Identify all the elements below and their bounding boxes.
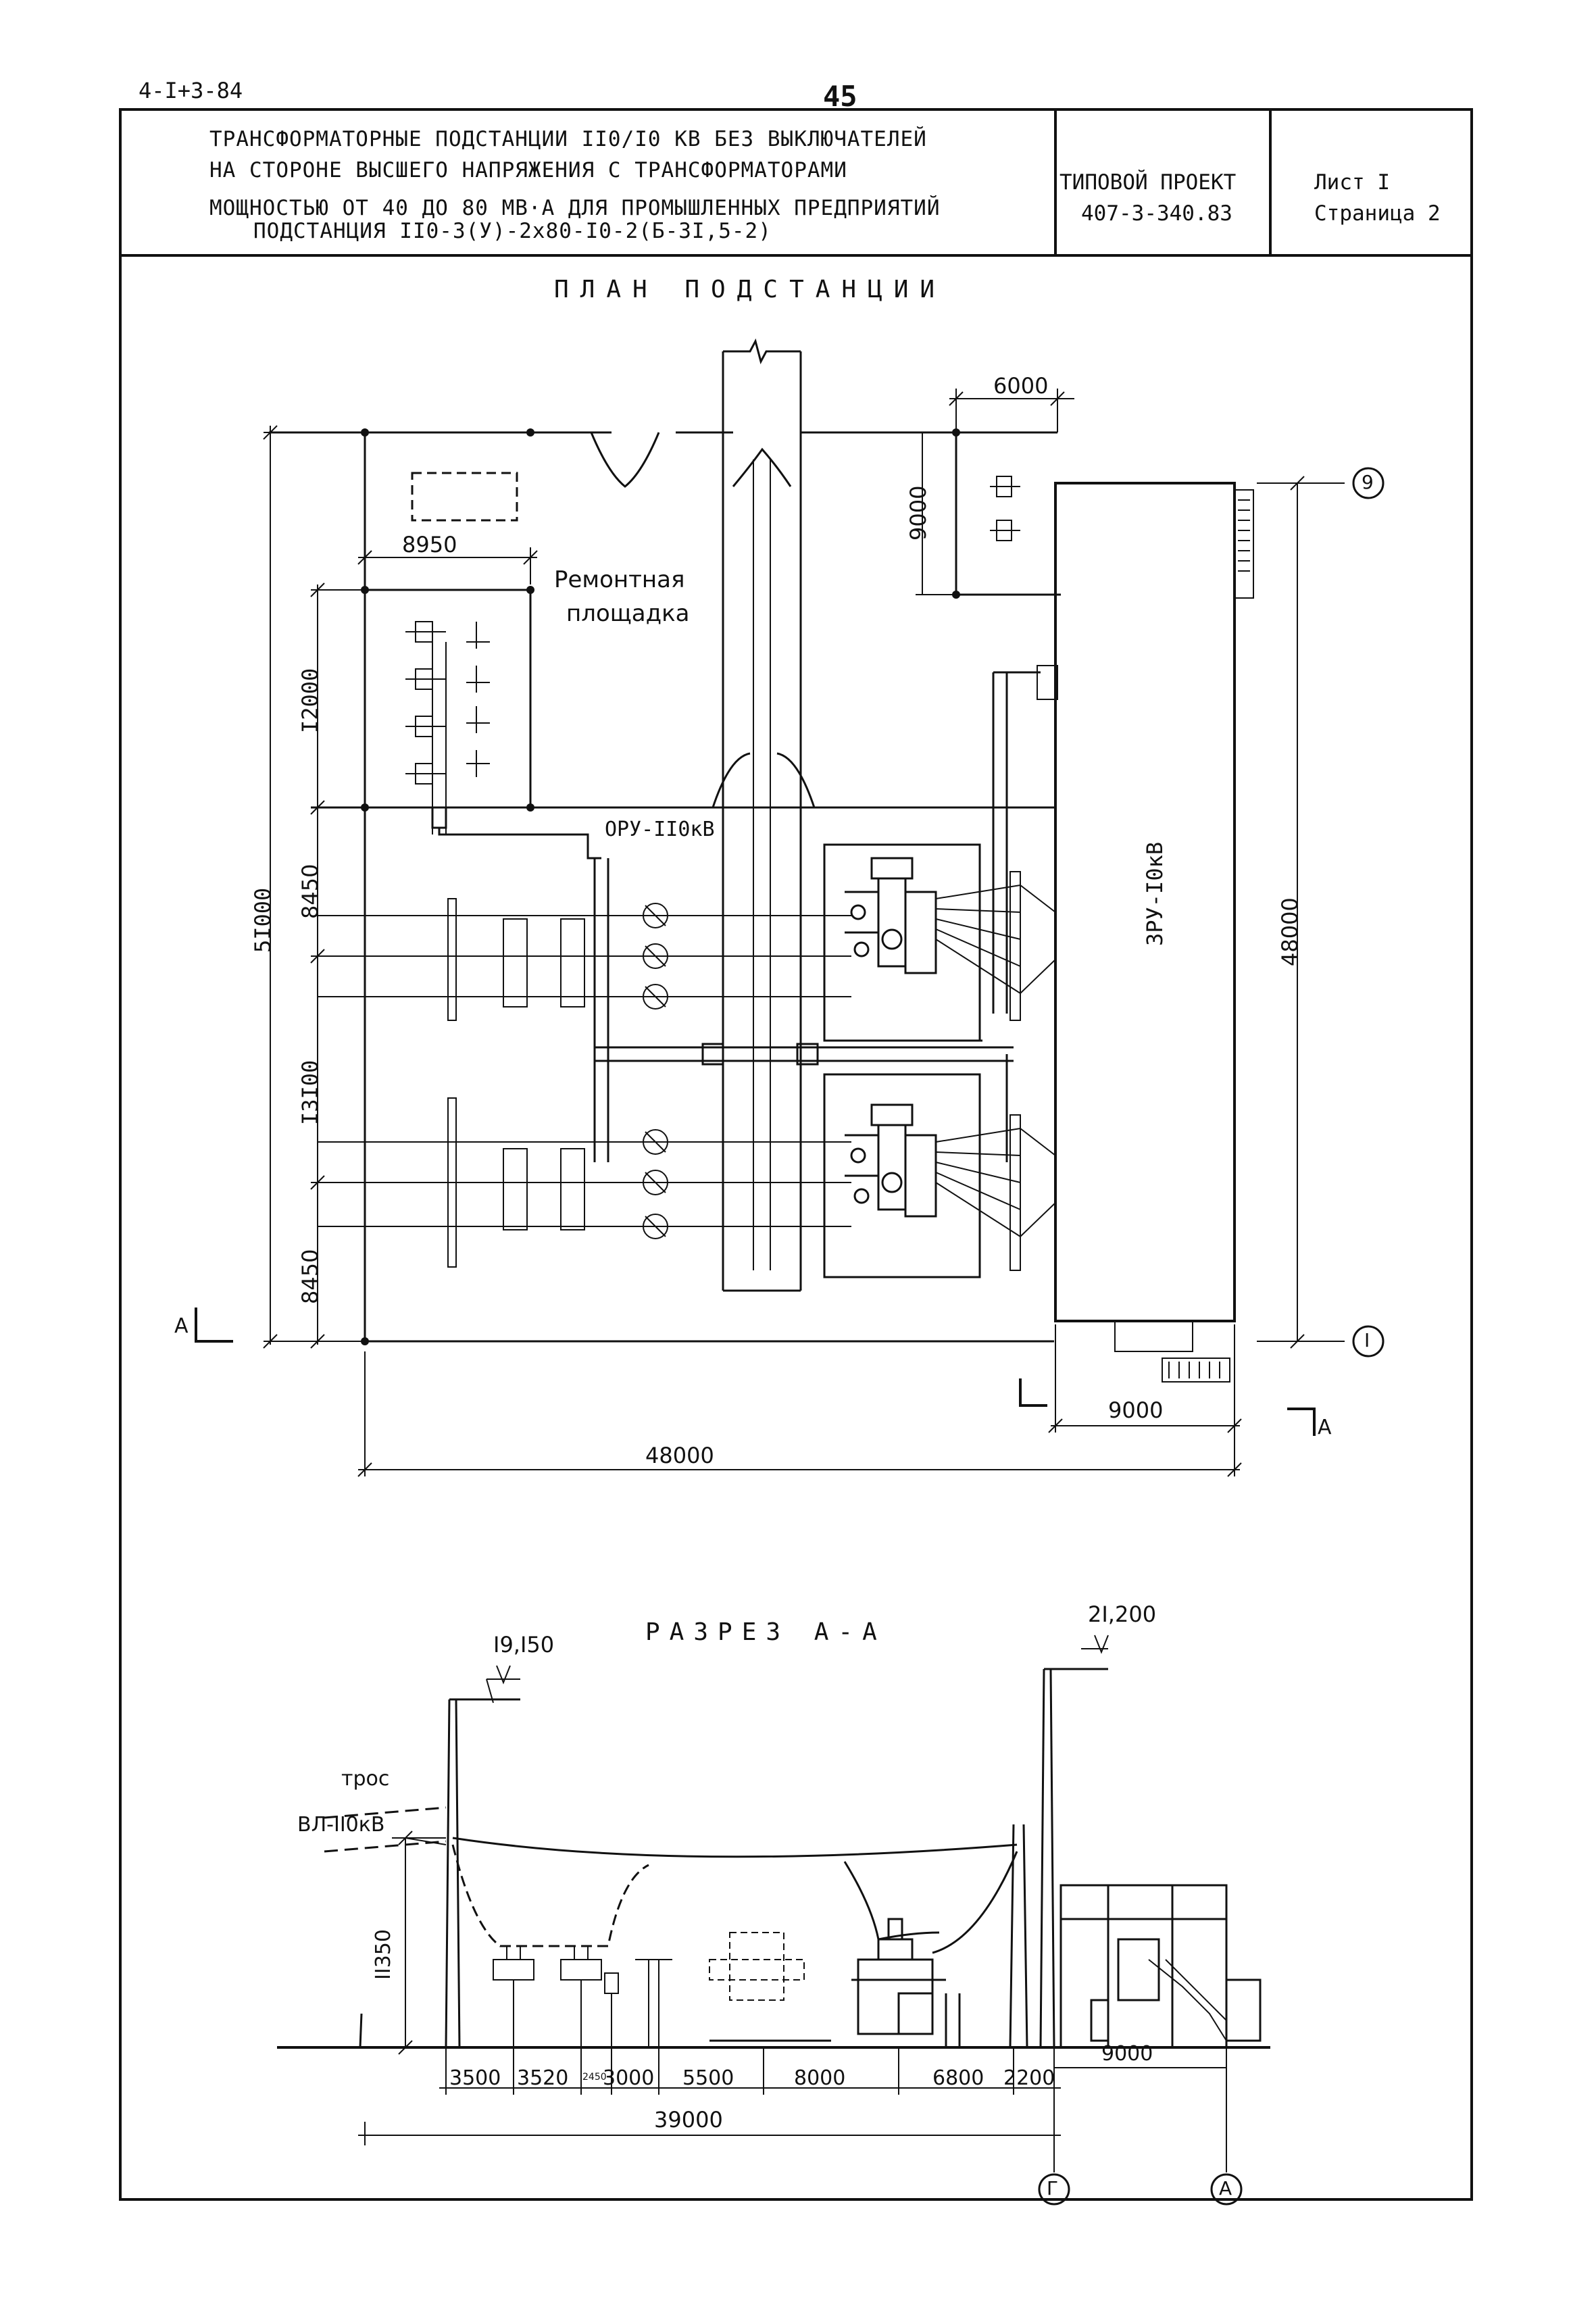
span-2450: 2450 [582, 2072, 607, 2083]
oru-label: ОРУ-II0кВ [605, 818, 715, 841]
dim-48000-right: 48000 [1277, 897, 1303, 966]
span-total-39000: 39000 [654, 2107, 723, 2133]
transformer-cells [823, 843, 981, 1278]
section-span-dimensions [358, 2047, 1227, 2172]
axis-label-a: А [1219, 2177, 1232, 2199]
line-label: ВЛ-II0кВ [297, 1813, 385, 1837]
overhead-conductor [452, 1837, 1018, 1858]
sheet-label: Лист I [1314, 170, 1390, 195]
title-line-1: ТРАНСФОРМАТОРНЫЕ ПОДСТАНЦИИ II0/I0 КВ БЕ… [209, 127, 927, 151]
repair-area-equipment [405, 476, 1020, 835]
section-transformer [851, 1918, 961, 2047]
section-height-dimension [392, 1831, 446, 2055]
axis-label-1: I [1364, 1329, 1370, 1351]
span-2200: 2200 [1003, 2066, 1055, 2090]
repair-area-label-1: Ремонтная [554, 566, 685, 593]
section-title: РАЗРЕЗ А-А [645, 1618, 887, 1646]
cable-label: трос [341, 1767, 390, 1791]
project-number: 407-3-340.83 [1081, 201, 1232, 226]
dim-8950: 8950 [402, 532, 457, 557]
section-drawing [277, 1635, 1270, 2206]
dim-8450-top: 8450 [297, 864, 323, 919]
span-8000: 8000 [794, 2066, 846, 2090]
section-mark-left: А [174, 1314, 189, 1338]
sheet-frame [119, 108, 1473, 2201]
dim-12000: I2000 [297, 668, 323, 733]
span-3500: 3500 [449, 2066, 501, 2090]
span-6800: 6800 [932, 2066, 984, 2090]
dim-51000: 5I000 [250, 887, 276, 953]
page-label: Страница 2 [1314, 201, 1441, 226]
dim-9000-top: 9000 [905, 485, 931, 541]
dashed-equipment-outline [411, 472, 518, 522]
plan-title: ПЛАН ПОДСТАНЦИИ [554, 276, 947, 303]
zru-building [1037, 482, 1254, 1383]
plan-drawing [195, 338, 1385, 1477]
transformer-1 [845, 857, 937, 974]
title-line-4: ПОДСТАНЦИЯ II0-3(У)-2х80-I0-2(Б-3I,5-2) [253, 219, 772, 243]
dim-13100: I3I00 [297, 1060, 323, 1125]
repair-area-label-2: площадка [566, 600, 690, 627]
plan-dimension-lines [263, 389, 1345, 1477]
span-9000: 9000 [1101, 2042, 1153, 2066]
busways [431, 671, 1041, 1162]
zru-label: ЗРУ-I0кВ [1142, 841, 1168, 946]
dim-6000: 6000 [993, 373, 1049, 399]
span-3520: 3520 [517, 2066, 569, 2090]
elevation-right: 2I,200 [1088, 1601, 1157, 1627]
span-5500: 5500 [682, 2066, 734, 2090]
dim-9000-bottom: 9000 [1108, 1397, 1164, 1423]
elevation-left: I9,I50 [493, 1632, 555, 1658]
title-line-3: МОЩНОСТЬЮ ОТ 40 ДО 80 МВ·А ДЛЯ ПРОМЫШЛЕН… [209, 196, 941, 220]
access-road [590, 338, 816, 1292]
elevation-markers [487, 1635, 1109, 1685]
dim-11350: II350 [372, 1929, 395, 1980]
section-insulators [493, 1946, 672, 2047]
span-3000: 3000 [603, 2066, 655, 2090]
axis-label-g: Г [1047, 2177, 1059, 2199]
cable-fans [935, 871, 1056, 1271]
incoming-line-set-1 [318, 898, 851, 1021]
left-portal-tower [445, 1678, 520, 2048]
axis-label-9: 9 [1362, 471, 1374, 493]
dim-8450-bottom: 8450 [297, 1249, 323, 1304]
dim-48000-bottom: 48000 [645, 1443, 714, 1468]
incoming-line-set-2 [318, 1097, 851, 1268]
doc-code: 4-I+3-84 [139, 78, 243, 103]
right-portal-tower [1009, 1668, 1108, 2048]
axis-bubbles [1352, 467, 1385, 1358]
section-mark-right: А [1318, 1416, 1332, 1439]
transformer-2 [845, 1103, 937, 1218]
project-label: ТИПОВОЙ ПРОЕКТ [1059, 170, 1237, 195]
section-cut-marks [195, 1308, 1316, 1436]
page-number: 45 [823, 80, 857, 113]
section-zru-building [1059, 1884, 1262, 2049]
title-line-2: НА СТОРОНЕ ВЫСШЕГО НАПРЯЖЕНИЯ С ТРАНСФОР… [209, 158, 847, 182]
